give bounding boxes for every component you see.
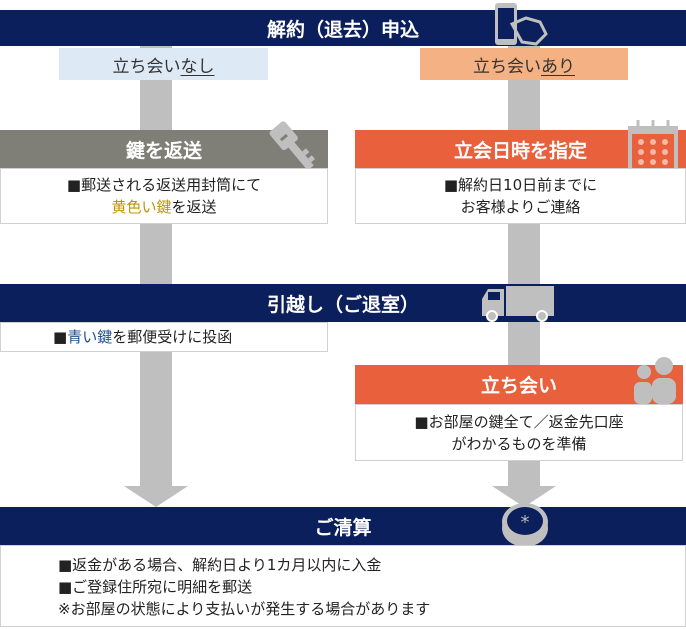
step-schedule-body: ■解約日10日前までに お客様よりご連絡 bbox=[355, 168, 686, 224]
svg-text:*: * bbox=[521, 512, 530, 533]
step-settlement-body: ■返金がある場合、解約日より1カ月以内に入金 ■ご登録住所宛に明細を郵送 ※お部… bbox=[0, 545, 686, 627]
step-text: ■解約日10日前までに bbox=[443, 176, 598, 194]
connector bbox=[508, 461, 540, 487]
step-title: ご清算 bbox=[314, 516, 372, 539]
step-title: 立ち会い bbox=[480, 375, 557, 397]
step-title: 立会日時を指定 bbox=[453, 139, 587, 162]
step-moving-body: ■青い鍵を郵便受けに投函 bbox=[0, 322, 328, 352]
branch-with-inspection: 立ち会いあり bbox=[420, 48, 628, 80]
people-icon bbox=[634, 357, 676, 404]
step-title: 引越し（ご退室） bbox=[266, 293, 419, 316]
step-inspection-header: 立ち会い bbox=[355, 365, 683, 404]
yellow-key-text: 黄色い鍵 bbox=[111, 198, 172, 216]
step-text: ■ご登録住所宛に明細を郵送 bbox=[58, 578, 253, 596]
step-return-key-body: ■郵送される返送用封筒にて 黄色い鍵を返送 bbox=[0, 168, 328, 224]
step-text: を郵便受けに投函 bbox=[112, 328, 233, 346]
step-text: ■返金がある場合、解約日より1カ月以内に入金 bbox=[58, 556, 382, 574]
truck-icon bbox=[482, 286, 554, 322]
step-text: ■郵送される返送用封筒にて bbox=[66, 176, 262, 194]
step-settlement-header: ご清算 bbox=[0, 507, 686, 545]
step-text: がわかるものを準備 bbox=[451, 435, 587, 453]
smartphone-tap-icon bbox=[495, 3, 548, 46]
connector bbox=[140, 224, 172, 284]
branch-label-emphasis: なし bbox=[180, 56, 215, 77]
bullet: ■ bbox=[53, 328, 68, 346]
step-title: 鍵を返送 bbox=[125, 139, 202, 162]
arrow-down-icon bbox=[492, 486, 556, 507]
branch-without-inspection: 立ち会いなし bbox=[59, 48, 268, 80]
arrow-down-icon bbox=[124, 486, 188, 507]
key-icon bbox=[269, 121, 316, 171]
calendar-icon bbox=[628, 120, 678, 174]
step-text: お客様よりご連絡 bbox=[460, 198, 581, 216]
step-text: を返送 bbox=[171, 198, 217, 216]
step-application-header: 解約（退去）申込 bbox=[0, 10, 686, 46]
note-text: ※お部屋の状態により支払いが発生する場合があります bbox=[58, 600, 431, 618]
connector bbox=[140, 352, 172, 487]
branch-label: 立ち会い bbox=[112, 56, 181, 77]
step-moving-header: 引越し（ご退室） bbox=[0, 284, 686, 322]
branch-label-emphasis: あり bbox=[541, 56, 575, 77]
blue-key-text: 青い鍵 bbox=[67, 328, 113, 346]
coin-icon: * bbox=[502, 503, 548, 547]
step-title: 解約（退去）申込 bbox=[266, 18, 419, 41]
step-inspection-body: ■お部屋の鍵全て／返金先口座 がわかるものを準備 bbox=[355, 404, 683, 461]
branch-label: 立ち会い bbox=[473, 56, 541, 77]
step-text: ■お部屋の鍵全て／返金先口座 bbox=[414, 413, 624, 431]
